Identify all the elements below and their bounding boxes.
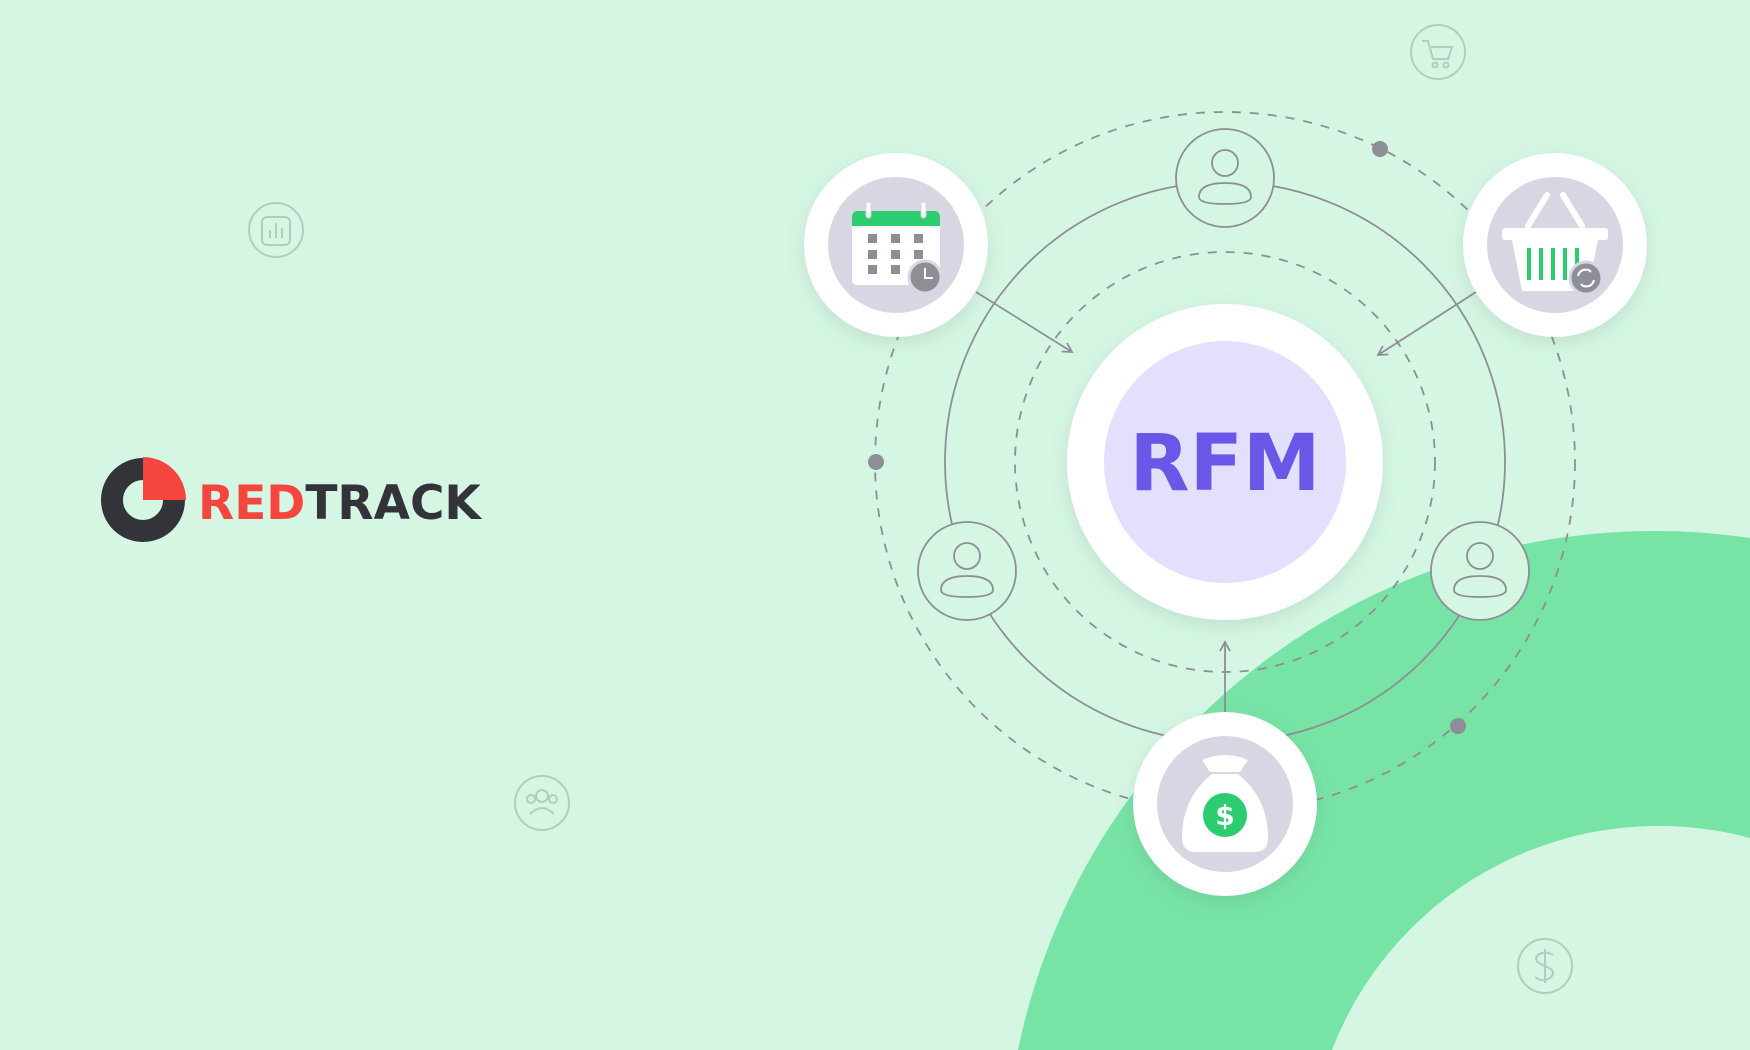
orbit-dot [868,454,884,470]
customer-node-left [917,521,1017,621]
logo-text-dark: TRACK [305,476,482,531]
logo-red-quadrant [143,457,186,500]
rfm-label: RFM [1130,419,1321,509]
logo-text-red: RED [198,476,305,531]
svg-text:REDTRACK: REDTRACK [198,476,482,531]
calendar-clock-icon [852,201,943,295]
frequency-node [1463,153,1647,337]
recency-node [804,153,988,337]
cart-icon [1410,24,1466,80]
user-icon [1453,542,1507,598]
chart-icon [248,202,304,258]
basket-repeat-icon [1502,192,1608,296]
rfm-center-node: RFM [1067,304,1383,620]
svg-text:$: $ [1215,799,1234,832]
orbit-dot [1372,141,1388,157]
user-icon [1198,149,1252,205]
arrow-frequency-to-rfm [1376,291,1477,357]
redtrack-logo: REDTRACK [101,457,482,542]
monetary-node: $ [1133,712,1317,896]
users-icon [514,775,570,831]
decorative-green-arc [1018,530,1750,1050]
money-bag-icon: $ [1182,755,1268,852]
customer-node-top [1175,128,1275,228]
user-icon [940,542,994,598]
dollar-icon [1517,938,1573,994]
arrow-recency-to-rfm [975,291,1074,353]
customer-node-right [1430,521,1530,621]
orbit-dot [1450,718,1466,734]
